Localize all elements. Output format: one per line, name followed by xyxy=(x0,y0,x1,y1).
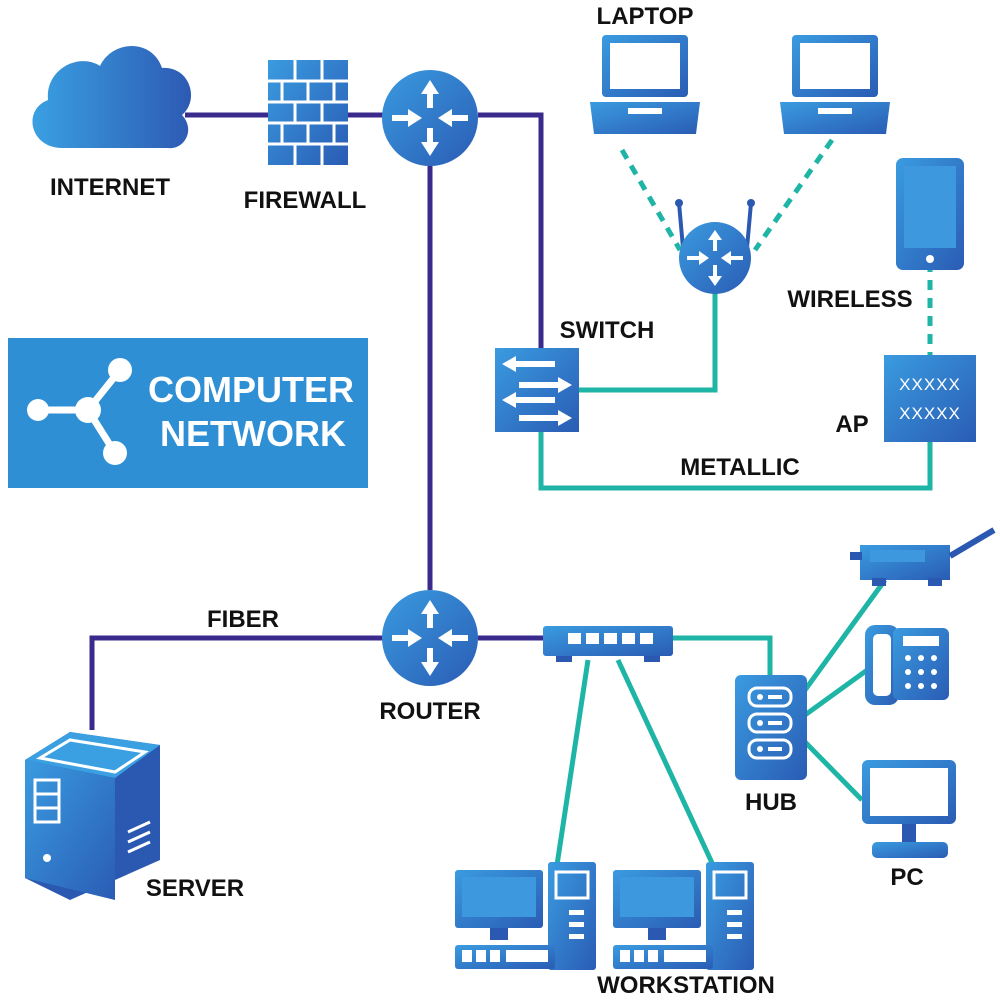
router-icon-bottom xyxy=(382,590,478,686)
title-line1: COMPUTER xyxy=(148,369,354,410)
label-hub: HUB xyxy=(745,789,797,816)
link-hubswitch-hub xyxy=(672,635,773,676)
printer-icon xyxy=(850,527,996,586)
cloud-icon xyxy=(32,46,192,149)
fiber-links xyxy=(89,112,545,730)
tablet-icon xyxy=(896,158,964,270)
wireless-links xyxy=(619,138,933,355)
label-workstation: WORKSTATION xyxy=(597,972,775,999)
workstation-icon-2 xyxy=(613,862,754,970)
link-router-server xyxy=(89,635,383,730)
title-line2: NETWORK xyxy=(160,413,346,454)
wifi-router-icon xyxy=(675,199,755,294)
label-firewall: FIREWALL xyxy=(244,187,367,214)
label-wireless: WIRELESS xyxy=(787,286,912,313)
pc-icon xyxy=(862,760,956,858)
label-server: SERVER xyxy=(146,875,244,902)
label-router: ROUTER xyxy=(379,698,480,725)
label-fiber: FIBER xyxy=(207,606,279,633)
laptop-icon-2 xyxy=(780,35,890,134)
server-icon xyxy=(25,732,160,900)
link-hubswitch-workstation-1 xyxy=(554,659,591,866)
link-hub-pc xyxy=(803,740,864,802)
label-pc: PC xyxy=(890,864,923,891)
phone-icon xyxy=(865,625,949,705)
access-point-icon: XXXXX XXXXX xyxy=(884,355,976,442)
link-switch-wifi-router xyxy=(578,290,718,393)
wireless-laptop-1 xyxy=(619,148,683,252)
label-internet: INTERNET xyxy=(50,174,170,201)
router-icon-top xyxy=(382,70,478,166)
label-metallic: METALLIC xyxy=(680,454,800,481)
title-box: COMPUTER NETWORK xyxy=(8,338,368,488)
ap-text-line1: XXXXX xyxy=(899,375,961,394)
label-laptop: LAPTOP xyxy=(597,3,694,30)
switch-icon xyxy=(495,348,579,432)
label-ap: AP xyxy=(835,411,868,438)
ap-text-line2: XXXXX xyxy=(899,404,961,423)
share-icon xyxy=(27,358,132,465)
network-switch-icon xyxy=(543,626,673,662)
label-switch: SWITCH xyxy=(560,317,655,344)
link-hub-printer xyxy=(802,578,888,692)
wireless-laptop-2 xyxy=(752,138,835,252)
laptop-icon-1 xyxy=(590,35,700,134)
workstation-icon-1 xyxy=(455,862,596,970)
firewall-icon xyxy=(268,60,348,165)
link-hub-phone xyxy=(803,665,872,718)
link-switch-ap xyxy=(538,432,933,491)
link-router-switch xyxy=(478,112,544,348)
hub-icon xyxy=(735,675,807,780)
labels: INTERNET FIREWALL LAPTOP WIRELESS SWITCH… xyxy=(50,3,924,999)
link-hubswitch-workstation-2 xyxy=(615,658,716,867)
metallic-links xyxy=(538,290,933,867)
